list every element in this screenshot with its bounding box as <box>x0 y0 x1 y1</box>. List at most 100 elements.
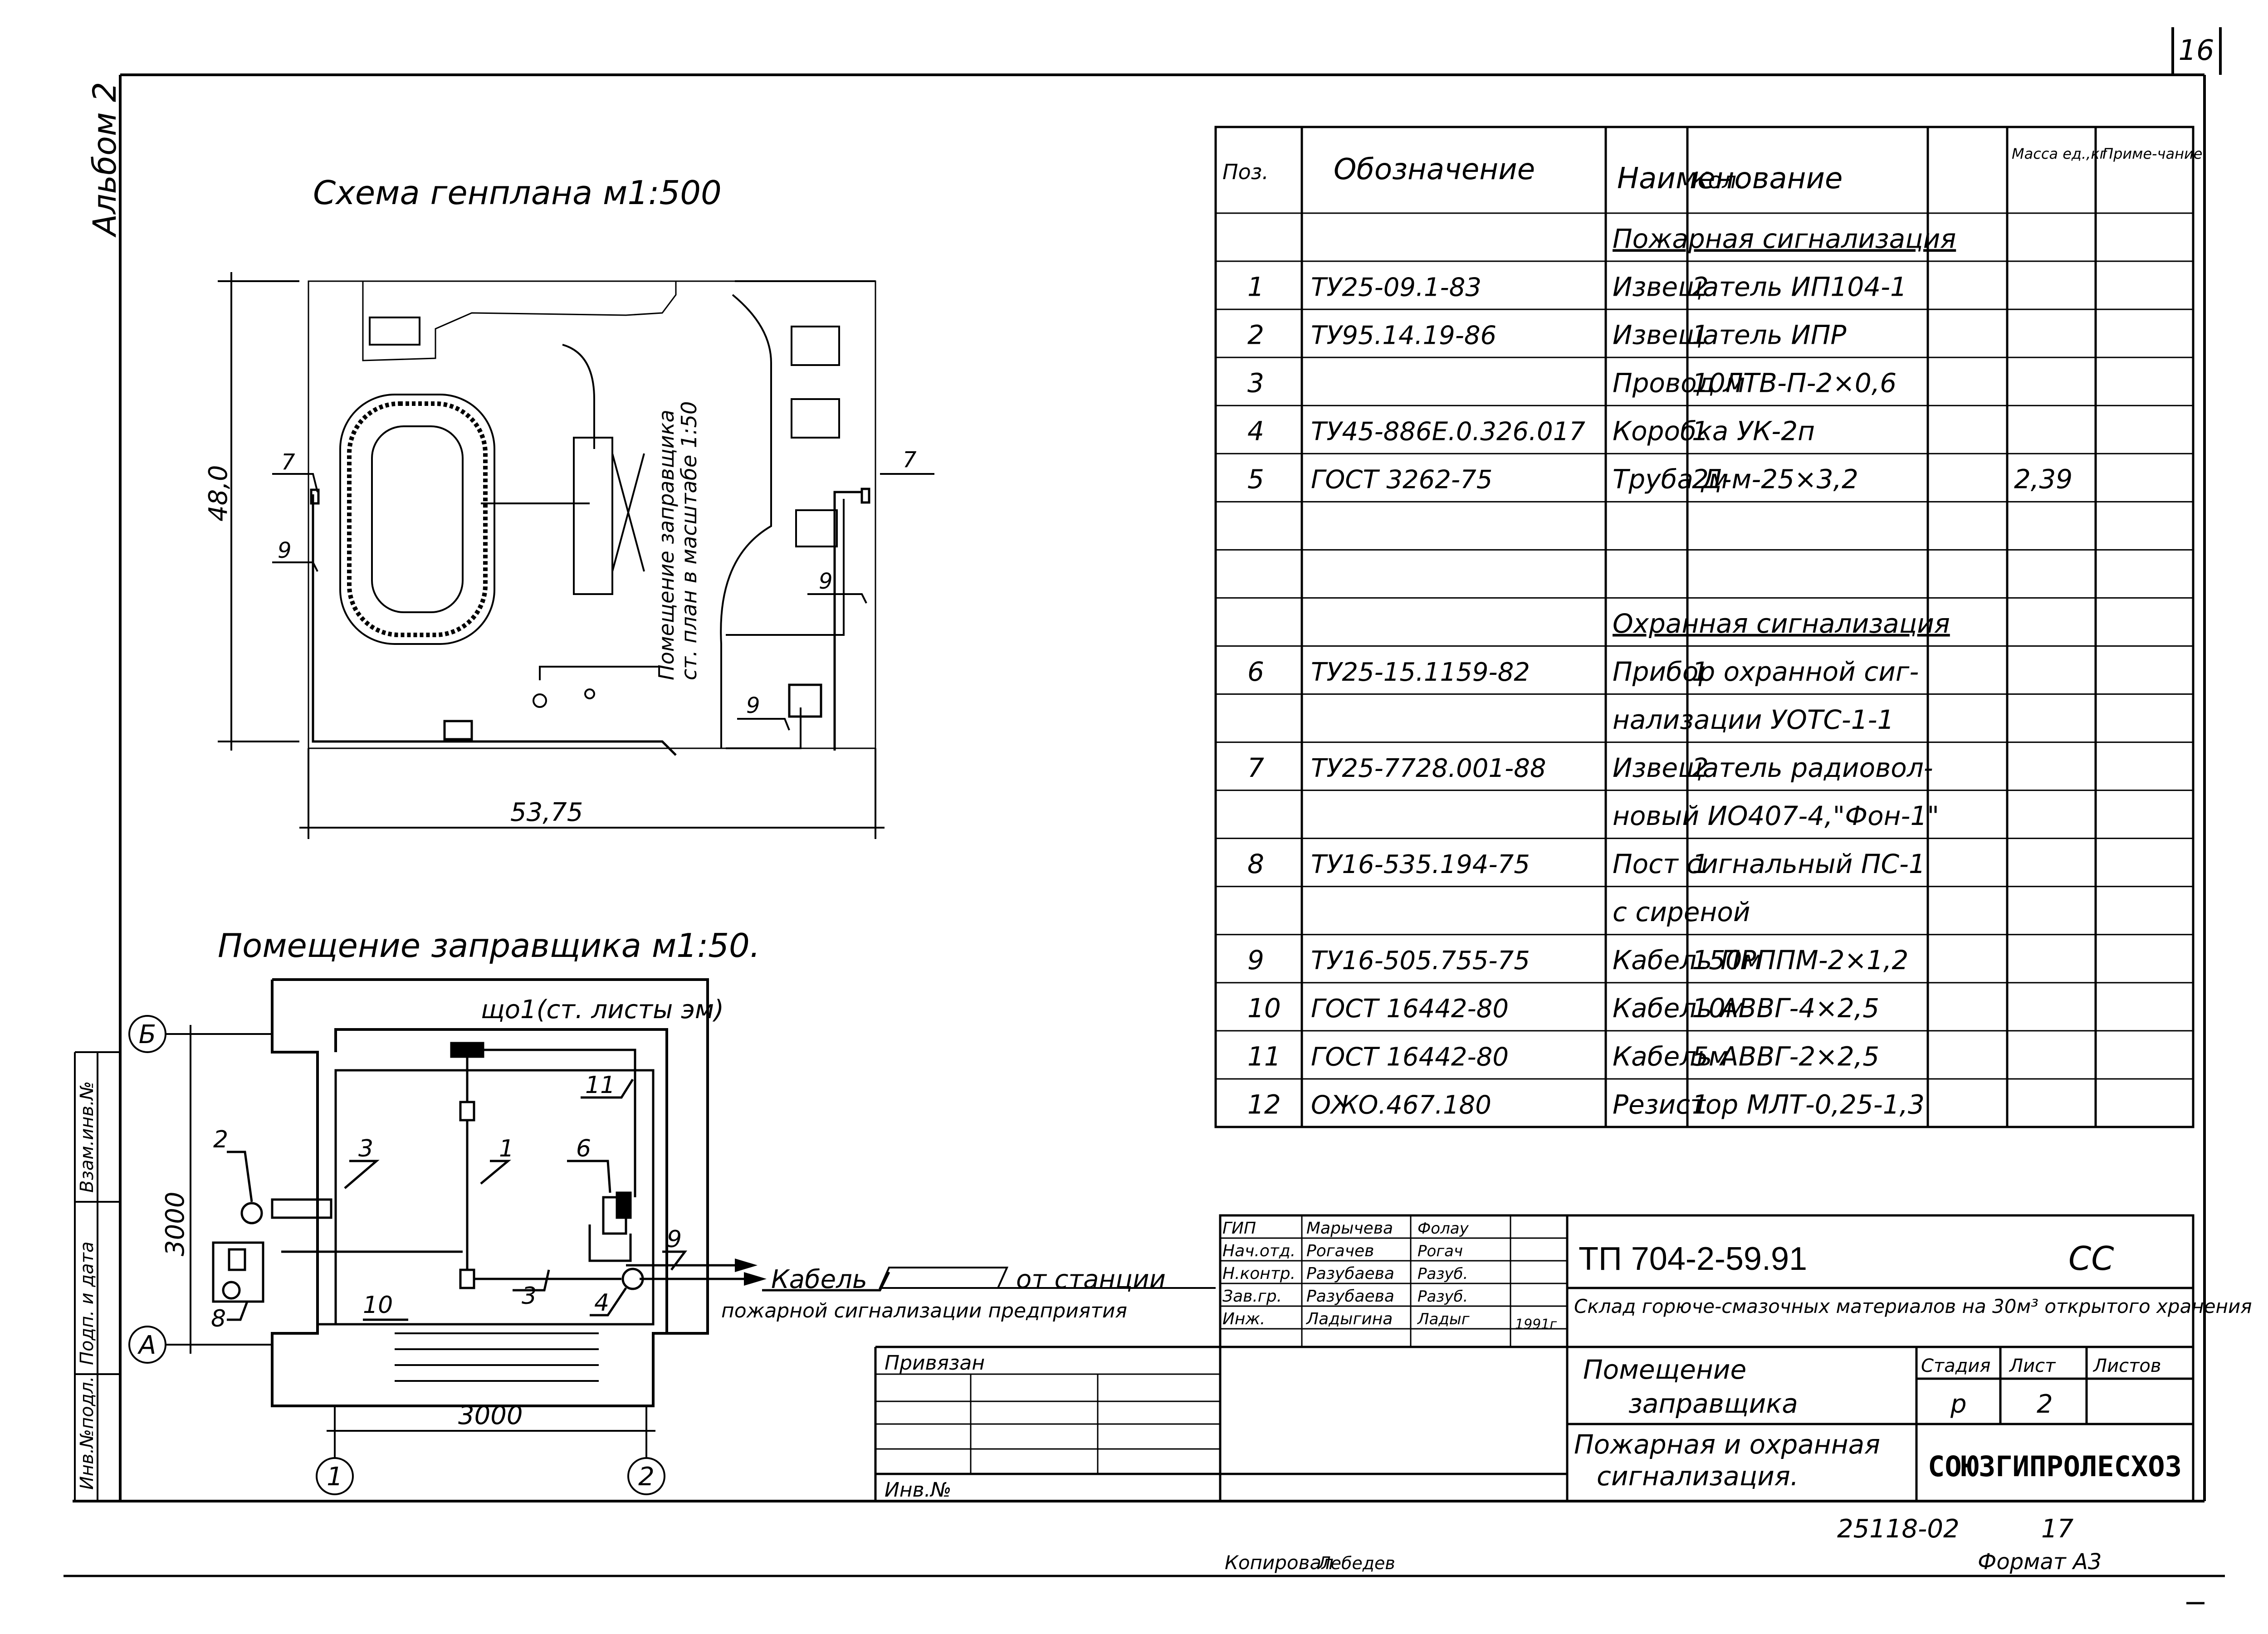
tb-inv-no: Инв.№ <box>885 1478 951 1502</box>
axis-1: 1 <box>327 1462 343 1492</box>
spec-cell-name: Провод ЛТВ-П-2×0,6 <box>1613 368 1897 399</box>
tb-sheet-header: Лист <box>2009 1356 2056 1376</box>
spec-cell-pos: 9 <box>1247 945 1264 976</box>
tb-sheets-header: Листов <box>2092 1356 2161 1376</box>
tb-drawing-title-2: сигнализация. <box>1597 1461 1799 1492</box>
spec-cell-code: ТУ25-09.1-83 <box>1311 273 1481 302</box>
spec-cell-name: Кабель АВВГ-2×2,5 <box>1613 1041 1879 1072</box>
spec-cell-pos: 5 <box>1247 464 1264 495</box>
spec-cell-code: ОЖО.467.180 <box>1311 1090 1491 1120</box>
spec-header-5: Приме-чание <box>2102 145 2202 162</box>
spec-cell-pos: 11 <box>1247 1041 1281 1072</box>
spec-cell-pos: 1 <box>1247 271 1264 302</box>
tb-doc-code: ТП 704-2-59.91 <box>1579 1241 1807 1277</box>
building-note-line1: Помещение заправщика <box>654 410 679 680</box>
axis-b: Б <box>139 1020 156 1049</box>
spec-header-2: Наименование <box>1617 162 1843 195</box>
tb-signature: Фолау <box>1418 1219 1469 1238</box>
room-dim-horizontal: 3000 <box>458 1401 523 1430</box>
site-callout-7-left: 7 <box>281 449 295 475</box>
copied-by: Копировал <box>1225 1551 1334 1574</box>
spec-cell-qty: 150м <box>1692 945 1762 976</box>
spec-cell-qty: 10м <box>1692 368 1745 399</box>
tb-stage: р <box>1950 1390 1967 1419</box>
spec-cell-name: Прибор охранной сиг- <box>1613 656 1919 687</box>
tb-role: Инж. <box>1222 1310 1265 1328</box>
spec-cell-name: Извещатель радиовол- <box>1613 752 1933 783</box>
spec-cell-code: ГОСТ 3262-75 <box>1311 465 1492 495</box>
room-callout-11: 11 <box>585 1072 615 1099</box>
tb-name: Разубаева <box>1306 1287 1394 1306</box>
spec-cell-code: ТУ95.14.19-86 <box>1311 321 1496 350</box>
spec-cell-qty: 1 <box>1692 416 1709 447</box>
site-callout-9-bottom: 9 <box>746 693 760 718</box>
tb-project-title: Склад горюче-смазочных материалов на 30м… <box>1574 1295 2252 1317</box>
spec-cell-qty: 1 <box>1692 319 1709 350</box>
room-callout-10: 10 <box>363 1292 393 1319</box>
spec-cell-code: ТУ16-535.194-75 <box>1311 850 1530 879</box>
tb-name: Марычева <box>1306 1219 1393 1238</box>
spec-cell-qty: 1 <box>1692 1089 1709 1120</box>
spec-cell-qty: 10м <box>1692 993 1745 1024</box>
spec-header-1: Обозначение <box>1334 153 1535 186</box>
spec-cell-pos: 2 <box>1247 319 1264 350</box>
side-stamp: Инв.№подл. Подп. и дата Взам.инв.№ <box>74 1051 120 1501</box>
site-dim-vertical: 48,0 <box>204 465 233 522</box>
tb-role: Нач.отд. <box>1222 1242 1295 1260</box>
podp-data-label: Подп. и дата <box>77 1242 98 1365</box>
spec-cell-code: ТУ25-15.1159-82 <box>1311 658 1530 687</box>
tb-role: ГИП <box>1222 1219 1256 1238</box>
site-plan-title: Схема генплана м1:500 <box>313 174 722 212</box>
spec-cell-code: ТУ45-886Е.0.326.017 <box>1311 417 1585 447</box>
spec-cell-code: ГОСТ 16442-80 <box>1311 994 1509 1024</box>
spec-cell-name: Пожарная сигнализация <box>1613 223 1956 254</box>
spec-header-4: Масса ед.,кг <box>2012 145 2107 162</box>
spec-cell-name: Кабель ПРППМ-2×1,2 <box>1613 945 1908 976</box>
site-callout-7-right: 7 <box>903 447 917 473</box>
tb-drawing-title-1: Пожарная и охранная <box>1574 1429 1880 1460</box>
spec-header-0: Поз. <box>1222 160 1269 184</box>
spec-cell-name: Извещатель ИП104-1 <box>1613 271 1907 302</box>
cable-label: Кабель <box>771 1265 867 1294</box>
archive-number: 25118-02 <box>1837 1514 1960 1544</box>
room-callout-3-bottom: 3 <box>522 1283 537 1310</box>
room-plan-title: Помещение заправщика м1:50. <box>218 927 760 965</box>
archive-sheet: 17 <box>2041 1514 2074 1544</box>
spec-cell-code: ГОСТ 16442-80 <box>1311 1042 1509 1072</box>
site-callout-9-left: 9 <box>278 538 292 563</box>
room-callout-8: 8 <box>211 1305 226 1332</box>
tb-doc-mark: СС <box>2068 1239 2114 1278</box>
room-callout-6: 6 <box>576 1135 591 1162</box>
page-number: 16 <box>2179 34 2214 67</box>
spec-cell-pos: 8 <box>1247 849 1264 879</box>
site-plan: Схема генплана м1:500 <box>204 174 934 839</box>
spec-cell-code: ТУ25-7728.001-88 <box>1311 754 1546 783</box>
spec-cell-name: Охранная сигнализация <box>1613 608 1950 639</box>
tb-sheet-title-2: заправщика <box>1628 1388 1798 1419</box>
room-callout-2: 2 <box>213 1126 228 1153</box>
tb-sheet: 2 <box>2037 1390 2053 1419</box>
sheet-frame <box>64 27 2225 1605</box>
spec-cell-pos: 7 <box>1247 752 1264 783</box>
spec-cell-qty: 1 <box>1692 656 1709 687</box>
tb-name: Рогачев <box>1306 1242 1374 1260</box>
spec-cell-qty: 2м <box>1692 464 1729 495</box>
spec-cell-qty: 2 <box>1692 271 1709 302</box>
tb-signature: Ладыг <box>1417 1310 1470 1328</box>
room-dim-vertical: 3000 <box>161 1191 190 1256</box>
room-callout-9: 9 <box>667 1226 682 1253</box>
room-callout-1: 1 <box>499 1135 514 1162</box>
spec-cell-pos: 12 <box>1247 1089 1281 1120</box>
room-callout-3-top: 3 <box>358 1135 373 1162</box>
cable-note: пожарной сигнализации предприятия <box>721 1299 1127 1322</box>
cable-from-label: от станции <box>1016 1265 1166 1294</box>
spec-cell-name: Кабель АВВГ-4×2,5 <box>1613 993 1879 1024</box>
spec-cell-pos: 6 <box>1247 656 1264 687</box>
tb-name: Разубаева <box>1306 1264 1394 1283</box>
spec-cell-qty: 5м <box>1692 1041 1729 1072</box>
tb-signature: Разуб. <box>1418 1265 1468 1283</box>
tb-signature: Рогач <box>1418 1242 1463 1260</box>
